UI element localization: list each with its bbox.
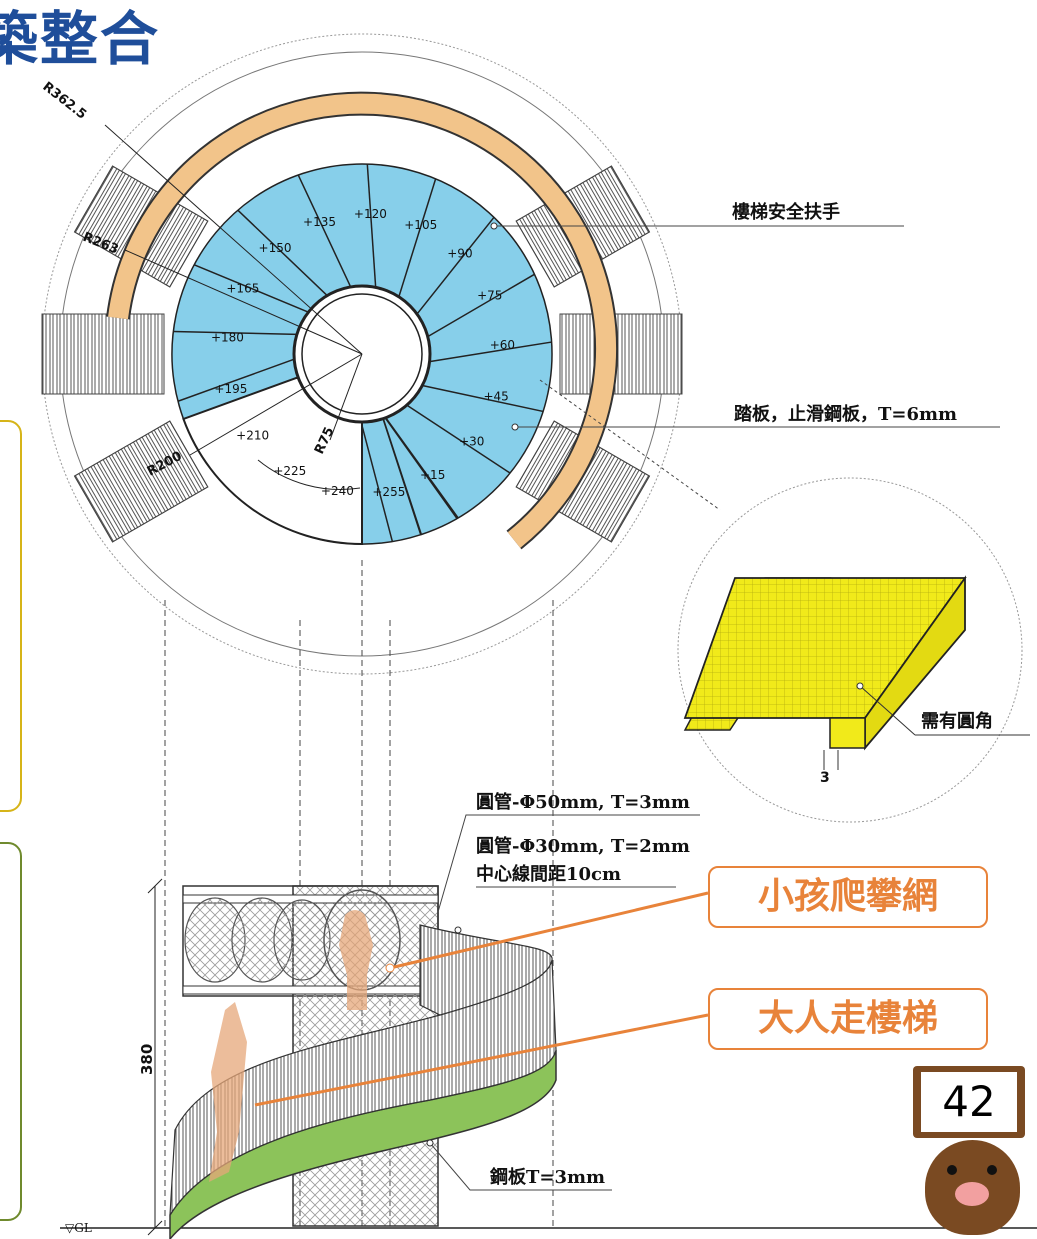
step-height-label: +90 [447, 246, 472, 260]
label-height-380: 380 [138, 1044, 156, 1075]
step-height-label: +105 [404, 218, 437, 232]
tread-edge [177, 358, 295, 402]
step-height-label: +240 [321, 484, 354, 498]
tread-edge [385, 417, 459, 519]
step-height-label: +15 [420, 468, 445, 482]
tread-edge [398, 178, 437, 298]
step-height-label: +60 [490, 338, 515, 352]
label-plate: 鋼板T=3mm [489, 1166, 605, 1188]
step-height-label: +255 [372, 485, 405, 499]
tread-ring [171, 163, 553, 546]
callout-kids-climbing-net: 小孩爬攀網 [708, 866, 988, 928]
tread-edge [422, 384, 544, 413]
page-number: 42 [921, 1072, 1017, 1132]
tread-edge [429, 341, 552, 363]
label-dim-3: 3 [820, 770, 830, 786]
step-height-label: +30 [459, 435, 484, 449]
elevation-view [60, 560, 1037, 1239]
label-pipe-30: 圓管-Φ30mm, T=2mm [476, 835, 690, 857]
tread-edge [173, 330, 297, 336]
step-height-label: +225 [273, 464, 306, 478]
tread-edge [193, 264, 309, 313]
step-height-label: +120 [354, 207, 387, 221]
label-spacing: 中心線間距10cm [476, 863, 621, 885]
tread-detail [677, 477, 1030, 823]
callout-adults-stairs: 大人走樓梯 [708, 988, 988, 1050]
label-handrail: 樓梯安全扶手 [732, 201, 840, 223]
adult-figure [209, 1002, 247, 1182]
tread-edge [416, 216, 495, 315]
step-height-label: +165 [226, 281, 259, 295]
side-panel-green [0, 842, 22, 1221]
tread-edge [406, 404, 511, 474]
step-height-label: +135 [303, 215, 336, 229]
label-tread: 踏板，止滑鋼板，T=6mm [734, 403, 957, 425]
step-height-label: +45 [483, 389, 508, 403]
radius-label-r3625: R362.5 [40, 79, 90, 122]
page-title: 築整合 [0, 5, 161, 73]
tread-edge [297, 174, 352, 288]
label-ground: ▽GL [65, 1221, 92, 1235]
boar-mascot [925, 1140, 1020, 1235]
step-height-label: +195 [214, 382, 247, 396]
tread-edge [237, 209, 328, 297]
tread-edge [360, 421, 394, 542]
tread-edge [427, 273, 535, 338]
step-height-label: +150 [259, 241, 292, 255]
label-pipe-50: 圓管-Φ50mm, T=3mm [476, 791, 690, 813]
step-height-label: +210 [236, 428, 269, 442]
plan-view: +15 +30 +45 +60 +75 +90 +105 +120 +135 +150 +165 +1… [40, 33, 1000, 675]
child-figure [339, 910, 373, 1010]
tread-edge [366, 164, 377, 288]
label-round-corner: 需有圓角 [921, 710, 993, 732]
step-height-label: +75 [477, 288, 502, 302]
side-panel-yellow [0, 420, 22, 812]
step-height-label: +180 [211, 330, 244, 344]
page-number-sign: 42 [913, 1066, 1025, 1138]
